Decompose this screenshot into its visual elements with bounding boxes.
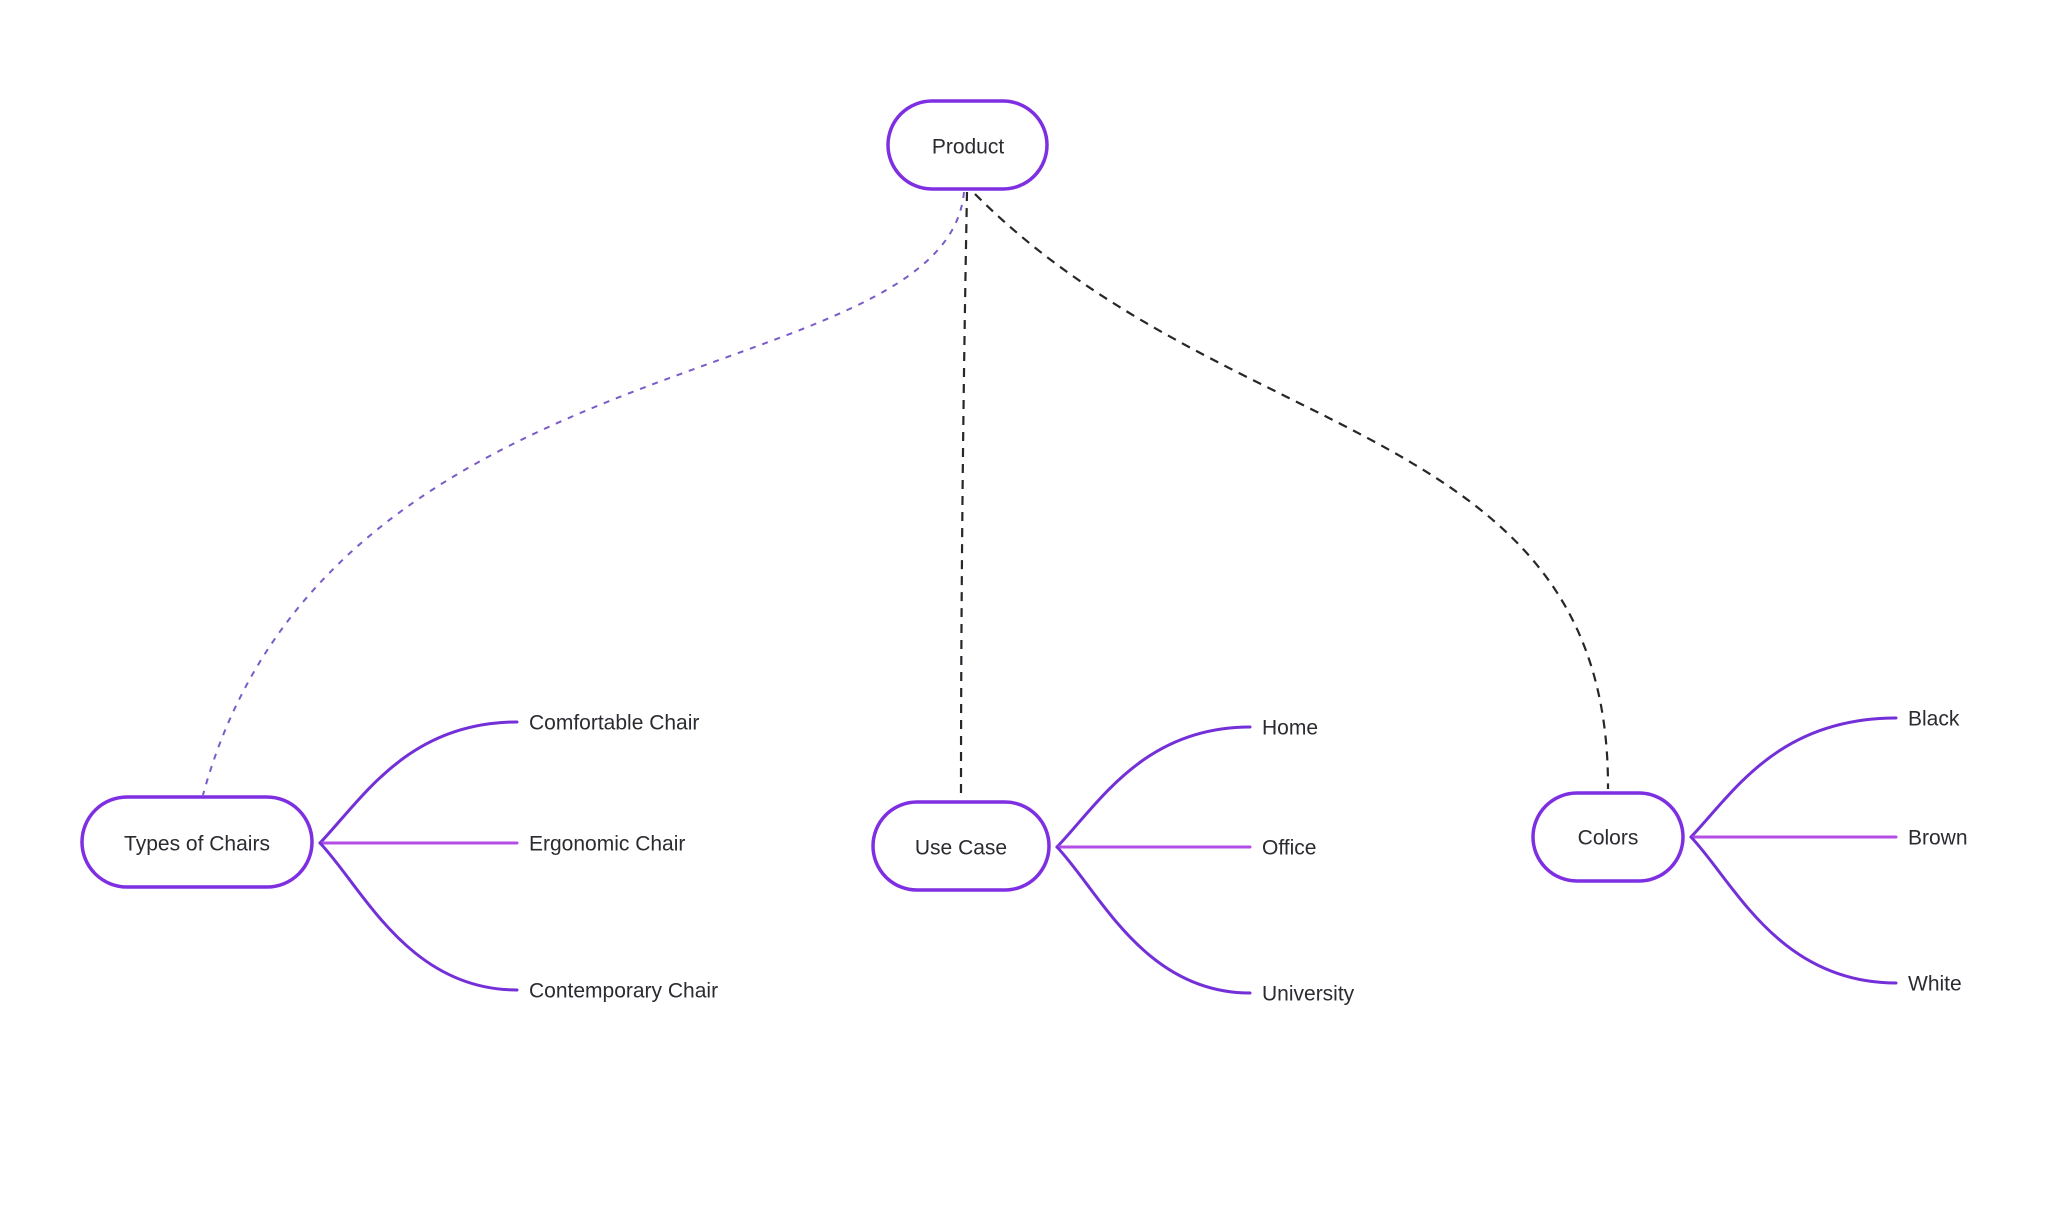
node-types-of-chairs-label: Types of Chairs xyxy=(124,833,270,856)
leaf-label-brown[interactable]: Brown xyxy=(1908,827,1968,850)
node-product[interactable]: Product xyxy=(886,99,1049,191)
root-connectors xyxy=(202,191,1610,801)
leaf-labels-use-case: Home Office University xyxy=(1262,717,1355,1006)
edge-colors-white xyxy=(1689,835,1898,985)
branch-use-case-edges xyxy=(1055,725,1252,995)
leaf-label-comfortable-chair[interactable]: Comfortable Chair xyxy=(529,712,699,735)
node-product-label: Product xyxy=(932,136,1005,159)
leaf-label-university[interactable]: University xyxy=(1262,983,1355,1006)
leaf-label-black[interactable]: Black xyxy=(1908,708,1960,731)
edge-types-of-chairs-contemporary-chair xyxy=(318,841,519,992)
edge-types-of-chairs-comfortable-chair xyxy=(318,720,519,845)
leaf-labels-types-of-chairs: Comfortable Chair Ergonomic Chair Contem… xyxy=(529,712,718,1003)
node-use-case-shape[interactable] xyxy=(871,800,1051,892)
node-colors[interactable]: Colors xyxy=(1531,791,1685,883)
edge-use-case-home xyxy=(1055,725,1252,849)
leaf-labels-colors: Black Brown White xyxy=(1908,708,1968,996)
leaf-label-office[interactable]: Office xyxy=(1262,837,1316,860)
leaf-label-contemporary-chair[interactable]: Contemporary Chair xyxy=(529,980,718,1003)
connector-root-colors xyxy=(974,193,1610,790)
connector-root-use-case xyxy=(959,191,969,801)
branch-colors-edges xyxy=(1689,716,1898,985)
edge-colors-black xyxy=(1689,716,1898,839)
node-colors-shape[interactable] xyxy=(1531,791,1685,883)
leaf-label-home[interactable]: Home xyxy=(1262,717,1318,740)
leaf-label-ergonomic-chair[interactable]: Ergonomic Chair xyxy=(529,833,685,856)
edge-use-case-university xyxy=(1055,845,1252,995)
node-use-case-label: Use Case xyxy=(915,837,1007,860)
leaf-label-white[interactable]: White xyxy=(1908,973,1962,996)
node-types-of-chairs[interactable]: Types of Chairs xyxy=(80,795,314,889)
node-colors-label: Colors xyxy=(1578,827,1639,850)
branch-types-of-chairs-edges xyxy=(318,720,519,992)
node-product-shape[interactable] xyxy=(886,99,1049,191)
node-use-case[interactable]: Use Case xyxy=(871,800,1051,892)
connector-root-types-of-chairs xyxy=(202,191,965,796)
node-types-of-chairs-shape[interactable] xyxy=(80,795,314,889)
